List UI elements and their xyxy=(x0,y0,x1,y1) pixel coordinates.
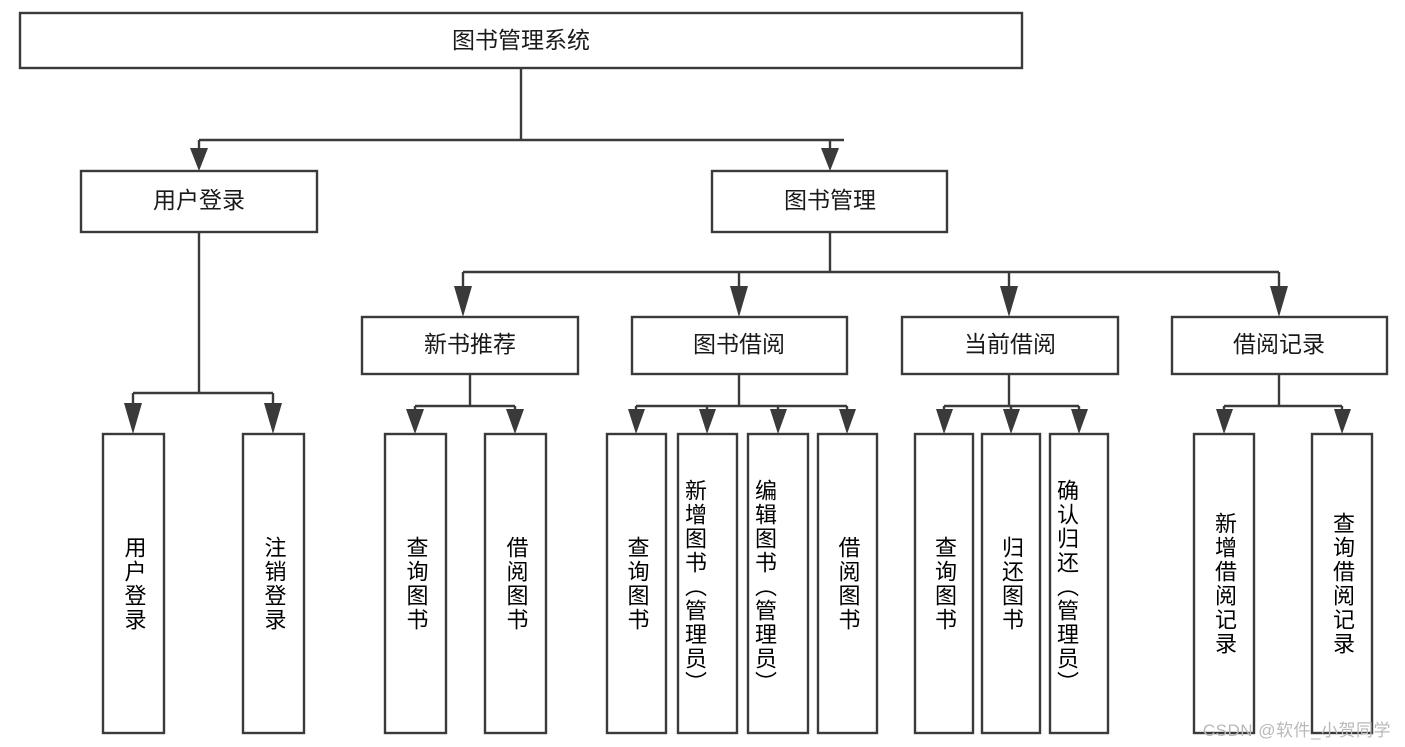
arrow-br-leaf-1 xyxy=(1216,409,1233,434)
arrow-cb-leaf-1 xyxy=(936,409,953,434)
node-current-borrow[interactable]: 当前借阅 xyxy=(900,315,1120,376)
leaf-label-user-login: 用户登录 xyxy=(121,535,147,632)
node-root-box[interactable] xyxy=(18,11,1024,70)
arrow-cb-leaf-3 xyxy=(1071,409,1088,434)
node-root-label: 图书管理系统 xyxy=(452,27,590,53)
arrow-bb-leaf-2 xyxy=(699,409,716,434)
node-borrow-record-label: 借阅记录 xyxy=(1233,331,1325,357)
node-book-management-box[interactable] xyxy=(710,169,949,234)
node-new-book-recommend-box[interactable] xyxy=(360,315,580,376)
node-book-borrow-label: 图书借阅 xyxy=(693,331,785,357)
leaf-label-edit-book-admin: 编辑图书（管理员） xyxy=(752,478,777,695)
arrow-bb-leaf-3 xyxy=(770,409,787,434)
leaf-label-query-book-borrow: 查询图书 xyxy=(624,535,650,632)
arrow-to-user-login xyxy=(190,148,208,171)
arrow-nbr-leaf-2 xyxy=(506,409,524,434)
leaf-box-query-book-current[interactable] xyxy=(913,432,975,735)
leaf-box-query-borrow-record[interactable] xyxy=(1310,432,1374,735)
leaf-box-return-book[interactable] xyxy=(980,432,1042,735)
arrow-bb-leaf-1 xyxy=(628,409,645,434)
arrow-to-leaf-logout xyxy=(264,403,282,434)
arrow-to-book-mgmt xyxy=(821,148,839,171)
leaf-box-borrow-book[interactable] xyxy=(816,432,879,735)
leaf-label-query-borrow-record: 查询借阅记录 xyxy=(1330,511,1355,656)
edge-layer xyxy=(124,68,1351,434)
leaf-box-borrow-book-rec[interactable] xyxy=(483,432,548,735)
arrow-to-book-borrow xyxy=(730,286,748,317)
node-root[interactable]: 图书管理系统 xyxy=(18,11,1024,70)
leaf-box-add-borrow-record[interactable] xyxy=(1192,432,1256,735)
node-user-login-label: 用户登录 xyxy=(153,187,245,213)
arrow-to-leaf-user-login xyxy=(124,403,142,434)
arrow-nbr-leaf-1 xyxy=(406,409,424,434)
node-user-login-box[interactable] xyxy=(79,169,319,234)
arrow-bb-leaf-4 xyxy=(839,409,856,434)
leaf-label-query-book-current: 查询图书 xyxy=(932,535,957,632)
leaf-box-query-book-borrow[interactable] xyxy=(605,432,668,735)
node-book-borrow-box[interactable] xyxy=(630,315,849,376)
node-borrow-record[interactable]: 借阅记录 xyxy=(1170,315,1389,376)
arrow-to-borrow-record xyxy=(1270,286,1288,317)
leaf-label-query-book-rec: 查询图书 xyxy=(403,535,429,632)
leaf-label-borrow-book: 借阅图书 xyxy=(835,535,861,632)
node-current-borrow-label: 当前借阅 xyxy=(964,331,1056,357)
node-user-login[interactable]: 用户登录 xyxy=(79,169,319,234)
node-current-borrow-box[interactable] xyxy=(900,315,1120,376)
leaf-label-add-borrow-record: 新增借阅记录 xyxy=(1212,511,1237,656)
leaf-label-logout: 注销登录 xyxy=(261,535,287,632)
leaf-label-layer: 用户登录 注销登录 查询图书 借阅图书 查询图书 xyxy=(121,478,1356,695)
leaf-label-borrow-book-rec: 借阅图书 xyxy=(503,535,529,632)
leaf-box-confirm-return-admin[interactable] xyxy=(1048,432,1110,735)
arrow-to-new-book-rec xyxy=(454,286,472,317)
arrow-cb-leaf-2 xyxy=(1003,409,1020,434)
arrow-to-current-borrow xyxy=(1000,286,1018,317)
leaf-box-logout[interactable] xyxy=(241,432,306,735)
leaf-box-user-login[interactable] xyxy=(101,432,166,735)
node-new-book-recommend-label: 新书推荐 xyxy=(424,331,516,357)
node-borrow-record-box[interactable] xyxy=(1170,315,1389,376)
arrow-br-leaf-2 xyxy=(1334,409,1351,434)
leaf-box-layer xyxy=(101,432,1374,735)
leaf-box-query-book-rec[interactable] xyxy=(383,432,448,735)
leaf-box-add-book-admin[interactable] xyxy=(676,432,739,735)
leaf-box-edit-book-admin[interactable] xyxy=(746,432,810,735)
node-book-management[interactable]: 图书管理 xyxy=(710,169,949,234)
leaf-label-return-book: 归还图书 xyxy=(999,535,1024,632)
node-book-borrow[interactable]: 图书借阅 xyxy=(630,315,849,376)
node-book-management-label: 图书管理 xyxy=(784,187,876,213)
node-new-book-recommend[interactable]: 新书推荐 xyxy=(360,315,580,376)
leaf-label-confirm-return-admin: 确认归还（管理员） xyxy=(1054,478,1079,695)
leaf-label-add-book-admin: 新增图书（管理员） xyxy=(682,478,707,695)
